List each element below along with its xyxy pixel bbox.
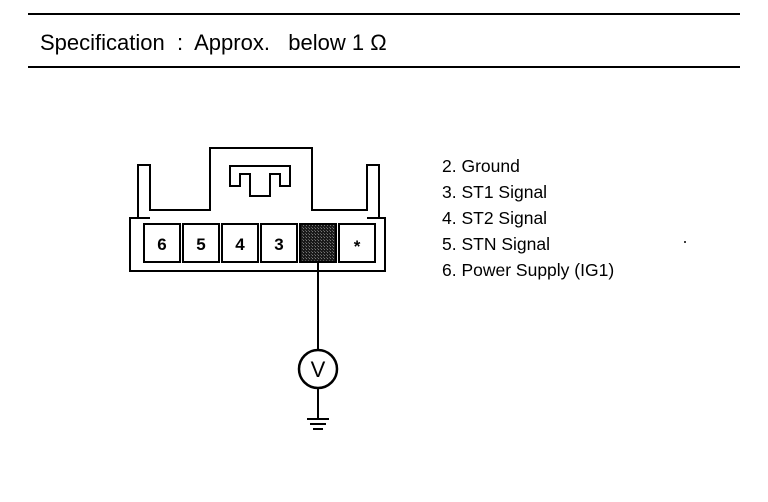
pin-row — [143, 223, 376, 263]
pin-cell-3 — [260, 223, 298, 263]
specification-colon: : — [176, 30, 184, 55]
pin-label: * — [354, 237, 361, 256]
pin-cell-4 — [221, 223, 259, 263]
legend-item: 6. Power Supply (IG1) — [442, 260, 615, 280]
pin-cell-star — [338, 223, 376, 263]
voltmeter-symbol: V — [311, 357, 326, 382]
rule-top — [28, 13, 740, 15]
specification-label: Specification — [40, 30, 165, 55]
specification-value: Approx. below 1 Ω — [194, 30, 387, 55]
pin-label: 6 — [157, 235, 166, 254]
pin-cell-probe — [299, 223, 337, 263]
pin-label: 3 — [274, 235, 283, 254]
legend-item: 4. ST2 Signal — [442, 208, 548, 228]
pin-labels: 6 5 4 3 * — [157, 235, 360, 256]
pin-legend: 2. Ground 3. ST1 Signal 4. ST2 Signal 5.… — [442, 153, 614, 283]
voltmeter-icon: V — [297, 348, 339, 390]
speck — [684, 241, 686, 243]
specification-line: Specification : Approx. below 1 Ω — [40, 30, 387, 56]
pin-cell-5 — [182, 223, 220, 263]
pin-cell-6 — [143, 223, 181, 263]
pin-label: 5 — [196, 235, 205, 254]
legend-item: 5. STN Signal — [442, 234, 550, 254]
legend-item: 3. ST1 Signal — [442, 182, 548, 202]
ground-icon — [307, 418, 329, 430]
connector-housing — [129, 147, 386, 272]
pin-label: 4 — [235, 235, 245, 254]
rule-bottom — [28, 66, 740, 68]
legend-item: 2. Ground — [442, 156, 520, 176]
